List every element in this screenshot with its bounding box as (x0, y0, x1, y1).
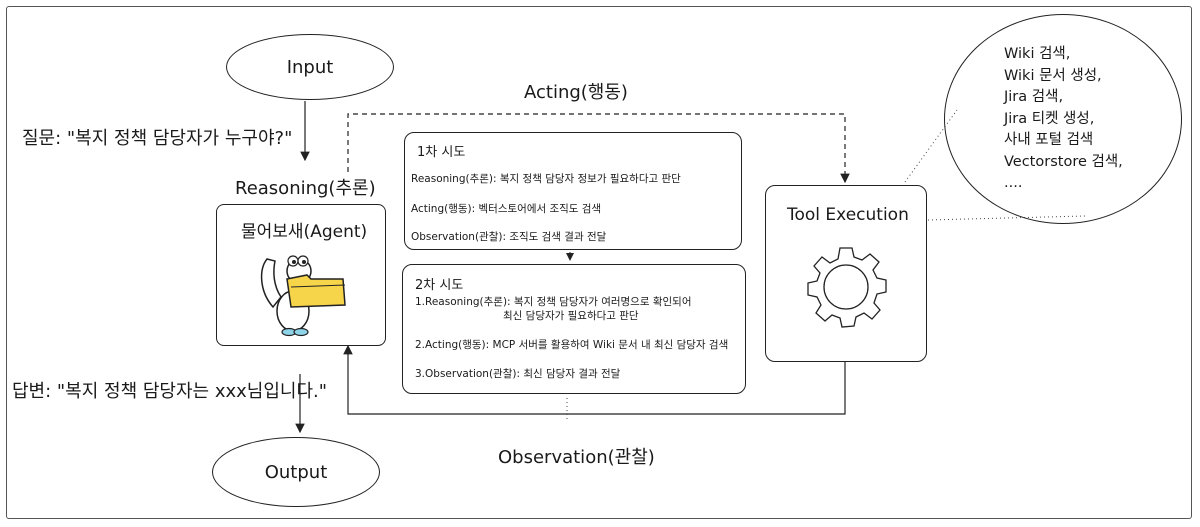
observation-arrow (343, 344, 846, 415)
attempt-1-box: 1차 시도 Reasoning(추론): 복지 정책 담당자 정보가 필요하다고… (404, 132, 742, 250)
tool-list: Wiki 검색, Wiki 문서 생성, Jira 검색, Jira 티켓 생성… (1004, 44, 1123, 195)
agent-label: 물어보새(Agent) (241, 222, 368, 242)
callout-line-top (904, 109, 958, 183)
tool-item: .... (1004, 175, 1023, 191)
pelican-mascot-icon (260, 255, 346, 337)
attempt-1-acting: Acting(행동): 벡터스토어에서 조직도 검색 (411, 203, 602, 215)
agent-node: 물어보새(Agent) (216, 204, 386, 346)
tool-item: Wiki 문서 생성, (1004, 67, 1102, 84)
tool-item: Vectorstore 검색, (1004, 153, 1123, 170)
output-node: Output (212, 437, 380, 507)
output-label: Output (264, 461, 328, 483)
question-label: 질문: "복지 정책 담당자가 누구야?" (22, 128, 293, 149)
tool-execution-node: Tool Execution (765, 185, 927, 362)
diagram-frame (6, 6, 1192, 519)
tool-item: 사내 포털 검색 (1004, 132, 1094, 148)
tool-item: Jira 티켓 생성, (1004, 110, 1095, 127)
attempt-2-title: 2차 시도 (415, 278, 464, 293)
attempt-2-box: 2차 시도 1.Reasoning(추론): 복지 정책 담당자가 여러명으로 … (402, 264, 746, 394)
input-label: Input (286, 56, 334, 78)
attempt-2-observation: 3.Observation(관찰): 최신 담당자 결과 전달 (415, 368, 621, 380)
attempt-2-reasoning-line1: 1.Reasoning(추론): 복지 정책 담당자가 여러명으로 확인되어 (415, 296, 692, 308)
answer-label: 답변: "복지 정책 담당자는 xxx님입니다." (12, 381, 328, 402)
attempt-1-observation: Observation(관찰): 조직도 검색 결과 전달 (411, 231, 607, 243)
acting-dashed-arrow (347, 113, 850, 184)
gear-icon (807, 247, 887, 328)
tool-item: Wiki 검색, (1004, 46, 1071, 62)
attempt-2-acting: 2.Acting(행동): MCP 서버를 활용하여 Wiki 문서 내 최신 … (415, 339, 729, 351)
tool-item: Jira 검색, (1004, 89, 1064, 105)
observation-label: Observation(관찰) (498, 447, 655, 468)
attempt-1-title: 1차 시도 (417, 145, 466, 160)
input-node: Input (226, 34, 394, 100)
tool-list-bubble (944, 14, 1182, 224)
attempt-2-reasoning-line2: 최신 담당자가 필요하다고 판단 (503, 310, 639, 322)
acting-label: Acting(행동) (524, 82, 628, 103)
tool-execution-label: Tool Execution (787, 205, 909, 225)
attempt-1-reasoning: Reasoning(추론): 복지 정책 담당자 정보가 필요하다고 판단 (411, 173, 681, 185)
reasoning-label: Reasoning(추론) (235, 178, 376, 199)
